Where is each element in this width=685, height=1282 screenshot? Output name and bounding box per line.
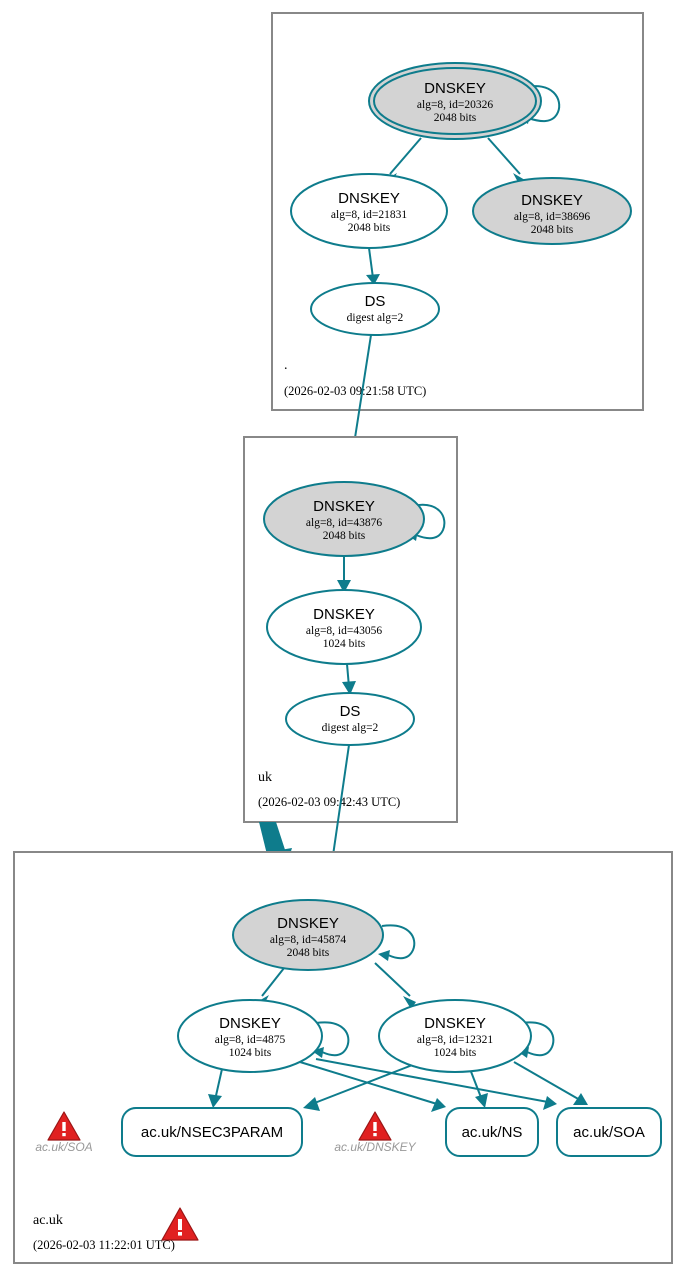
node-uk-ds-params: digest alg=2 <box>322 722 379 734</box>
edge-acuk-zsk1-selfsign <box>315 1021 350 1057</box>
node-acuk-dnskey-4875-size: 1024 bits <box>229 1047 272 1059</box>
node-root-dnskey-21831-shape <box>290 173 448 249</box>
edge-acuk-zsk2-selfsign <box>520 1021 555 1057</box>
rrset-nsec3param-box <box>121 1107 303 1157</box>
rrset-nsec3param-label: ac.uk/NSEC3PARAM <box>141 1124 283 1141</box>
node-root-dnskey-21831-params: alg=8, id=21831 <box>331 209 407 221</box>
zone-uk: DNSKEY alg=8, id=43876 2048 bits DNSKEY … <box>243 436 458 823</box>
node-root-dnskey-20326-size: 2048 bits <box>434 112 477 124</box>
edge-root-ksk-selfsign <box>522 85 561 123</box>
node-acuk-dnskey-4875-shape <box>177 999 323 1073</box>
node-root-ds-params: digest alg=2 <box>347 312 404 324</box>
node-uk-dnskey-43876-title: DNSKEY <box>313 498 375 515</box>
zone-uk-timestamp: (2026-02-03 09:42:43 UTC) <box>258 795 400 809</box>
edge-acuk-zsk1-to-nsec3param-arrow <box>208 1094 222 1108</box>
node-root-dnskey-38696-size: 2048 bits <box>531 224 574 236</box>
error-acuk-dnskey-label: ac.uk/DNSKEY <box>334 1140 416 1154</box>
node-uk-ds-shape <box>285 692 415 746</box>
edge-acuk-ksk-selfsign <box>381 924 416 960</box>
node-acuk-dnskey-45874-shape <box>232 899 384 971</box>
node-acuk-dnskey-4875-title: DNSKEY <box>219 1015 281 1032</box>
error-acuk-soa-label: ac.uk/SOA <box>35 1140 92 1154</box>
edge-acuk-zsk1-selfsign-arrow <box>312 1047 324 1058</box>
zone-root: DNSKEY alg=8, id=20326 2048 bits DNSKEY … <box>271 12 644 411</box>
edge-acuk-zsk2-to-nsec3param <box>311 1063 416 1105</box>
edge-acuk-zsk2-to-soa-arrow <box>573 1093 588 1105</box>
edge-acuk-ksk-selfsign-arrow <box>378 950 390 961</box>
node-acuk-dnskey-12321[interactable]: DNSKEY alg=8, id=12321 1024 bits <box>378 999 532 1073</box>
rrset-ns-box <box>445 1107 539 1157</box>
node-acuk-dnskey-45874-size: 2048 bits <box>287 947 330 959</box>
node-uk-ds-title: DS <box>340 703 361 720</box>
node-acuk-dnskey-12321-shape <box>378 999 532 1073</box>
node-uk-dnskey-43876-shape <box>263 481 425 557</box>
node-uk-dnskey-43876[interactable]: DNSKEY alg=8, id=43876 2048 bits <box>263 481 425 557</box>
node-uk-dnskey-43056-title: DNSKEY <box>313 606 375 623</box>
node-root-dnskey-20326-inner <box>373 67 537 135</box>
node-acuk-dnskey-4875[interactable]: DNSKEY alg=8, id=4875 1024 bits <box>177 999 323 1073</box>
warning-icon <box>47 1111 81 1141</box>
node-acuk-dnskey-12321-size: 1024 bits <box>434 1047 477 1059</box>
node-acuk-dnskey-12321-title: DNSKEY <box>424 1015 486 1032</box>
rrset-soa-box <box>556 1107 662 1157</box>
zone-acuk-name: ac.uk <box>33 1213 63 1228</box>
zone-acuk-status-warning-icon[interactable] <box>161 1207 199 1241</box>
zone-root-timestamp: (2026-02-03 09:21:58 UTC) <box>284 384 426 398</box>
node-root-dnskey-21831-size: 2048 bits <box>348 222 391 234</box>
error-acuk-soa[interactable]: ac.uk/SOA <box>35 1111 93 1154</box>
edge-acuk-zsk2-to-ns-arrow <box>475 1093 488 1108</box>
zone-root-name: . <box>284 358 288 373</box>
error-acuk-dnskey[interactable]: ac.uk/DNSKEY <box>334 1111 417 1154</box>
edge-root-zsk-to-ds <box>368 247 374 279</box>
node-acuk-dnskey-12321-params: alg=8, id=12321 <box>417 1034 493 1046</box>
edge-acuk-zsk2-to-ns <box>469 1068 483 1101</box>
edge-acuk-zsk1-to-ns-arrow <box>431 1098 446 1112</box>
warning-icon <box>358 1111 392 1141</box>
node-uk-dnskey-43876-params: alg=8, id=43876 <box>306 517 382 529</box>
node-root-dnskey-38696-title: DNSKEY <box>521 192 583 209</box>
zone-uk-name: uk <box>258 770 272 785</box>
edge-acuk-zsk2-to-soa <box>513 1061 581 1101</box>
node-acuk-dnskey-45874[interactable]: DNSKEY alg=8, id=45874 2048 bits <box>232 899 384 971</box>
zone-acuk-timestamp: (2026-02-03 11:22:01 UTC) <box>33 1238 175 1252</box>
node-acuk-dnskey-45874-title: DNSKEY <box>277 915 339 932</box>
node-root-dnskey-20326[interactable]: DNSKEY alg=8, id=20326 2048 bits <box>368 62 542 140</box>
node-uk-ds[interactable]: DS digest alg=2 <box>285 692 415 746</box>
edge-acuk-zsk1-to-nsec3param <box>214 1068 223 1101</box>
node-root-ds[interactable]: DS digest alg=2 <box>310 282 440 336</box>
edge-root-ksk-to-zsk <box>389 137 422 175</box>
node-acuk-dnskey-45874-params: alg=8, id=45874 <box>270 934 346 946</box>
node-root-dnskey-38696-shape <box>472 177 632 245</box>
edge-acuk-zsk1-to-soa-arrow <box>543 1096 557 1110</box>
node-root-ds-title: DS <box>365 293 386 310</box>
node-root-dnskey-38696-params: alg=8, id=38696 <box>514 211 590 223</box>
node-root-dnskey-20326-title: DNSKEY <box>424 80 486 97</box>
node-uk-dnskey-43056[interactable]: DNSKEY alg=8, id=43056 1024 bits <box>266 589 422 665</box>
edge-acuk-zsk2-to-nsec3param-arrow <box>303 1097 320 1111</box>
zone-acuk: DNSKEY alg=8, id=45874 2048 bits DNSKEY … <box>13 851 673 1264</box>
rrset-nsec3param[interactable]: ac.uk/NSEC3PARAM <box>121 1107 303 1157</box>
edge-uk-ksk-to-zsk-arrow <box>337 580 351 593</box>
node-acuk-dnskey-4875-params: alg=8, id=4875 <box>215 1034 286 1046</box>
node-uk-dnskey-43876-size: 2048 bits <box>323 530 366 542</box>
edge-uk-ksk-selfsign <box>411 503 446 540</box>
node-uk-dnskey-43056-shape <box>266 589 422 665</box>
node-root-ds-shape <box>310 282 440 336</box>
edge-acuk-zsk1-to-soa <box>315 1058 549 1103</box>
edge-uk-zsk-to-ds-arrow <box>342 681 356 695</box>
edge-root-ksk-to-extra <box>487 137 521 175</box>
edge-acuk-ksk-to-zsk2 <box>374 962 411 997</box>
node-root-dnskey-38696[interactable]: DNSKEY alg=8, id=38696 2048 bits <box>472 177 632 245</box>
rrset-ns[interactable]: ac.uk/NS <box>445 1107 539 1157</box>
node-uk-dnskey-43056-size: 1024 bits <box>323 638 366 650</box>
node-uk-dnskey-43056-params: alg=8, id=43056 <box>306 625 382 637</box>
rrset-soa[interactable]: ac.uk/SOA <box>556 1107 662 1157</box>
node-root-dnskey-21831[interactable]: DNSKEY alg=8, id=21831 2048 bits <box>290 173 448 249</box>
rrset-soa-label: ac.uk/SOA <box>573 1124 645 1141</box>
node-root-dnskey-21831-title: DNSKEY <box>338 190 400 207</box>
node-root-dnskey-20326-params: alg=8, id=20326 <box>417 99 493 111</box>
rrset-ns-label: ac.uk/NS <box>462 1124 523 1141</box>
edge-root-zsk-to-ds-arrow <box>366 274 380 285</box>
